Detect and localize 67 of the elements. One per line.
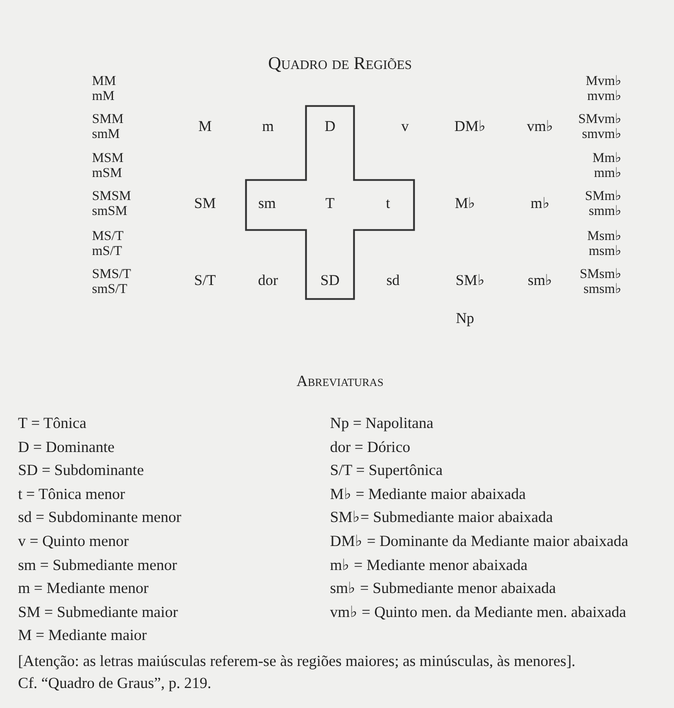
region-label: D — [324, 120, 336, 135]
region-label: DM♭ — [454, 120, 486, 135]
region-label: sm — [258, 197, 276, 212]
region-label: SM — [194, 197, 216, 212]
abbreviation-text: SM♭= Submediante maior abaixada — [330, 510, 553, 526]
region-label: SD — [320, 274, 340, 289]
abbreviation-text: SD = Subdominante — [18, 463, 144, 479]
section-heading: Abreviaturas — [296, 374, 384, 390]
region-label: SMSM — [92, 189, 132, 202]
region-label: SMM — [92, 112, 124, 126]
region-label: smM — [92, 127, 120, 140]
region-label: T — [325, 197, 335, 212]
region-label: m♭ — [530, 197, 550, 212]
abbreviation-text: t = Tônica menor — [18, 486, 126, 502]
abbreviation-text: sm♭ = Submediante menor abaixada — [330, 581, 556, 597]
note-text: Cf. “Quadro de Graus”, p. 219. — [18, 676, 212, 692]
region-label: Mm♭ — [592, 151, 622, 164]
region-label: smS/T — [92, 282, 128, 296]
region-label: t — [386, 197, 390, 212]
region-label: Mvm♭ — [586, 74, 622, 88]
region-label: Np — [456, 312, 474, 327]
region-label: vm♭ — [526, 120, 554, 135]
region-label: SMm♭ — [584, 189, 622, 202]
abbreviation-text: M = Mediante maior — [18, 628, 147, 644]
abbreviation-text: Np = Napolitana — [330, 416, 434, 432]
abbreviation-text: m = Mediante menor — [18, 581, 149, 597]
abbreviation-text: dor = Dórico — [330, 440, 410, 456]
region-label: SMS/T — [92, 267, 132, 280]
cross-outline — [245, 105, 415, 300]
region-label: MSM — [92, 151, 124, 164]
abbreviation-text: M♭ = Mediante maior abaixada — [330, 486, 526, 502]
abbreviation-text: v = Quinto menor — [18, 534, 129, 550]
abbreviation-text: D = Dominante — [18, 440, 115, 456]
region-label: mS/T — [92, 244, 122, 258]
region-label: m — [262, 120, 274, 135]
region-label: M♭ — [454, 197, 476, 212]
region-label: dor — [258, 274, 278, 289]
abbreviation-text: vm♭ = Quinto men. da Mediante men. abaixada — [330, 604, 626, 620]
diagram-title: Quadro de Regiões — [268, 54, 412, 72]
region-label: S/T — [194, 274, 216, 289]
abbreviation-text: S/T = Supertônica — [330, 463, 443, 479]
region-label: smSM — [92, 204, 128, 218]
abbreviation-text: SM = Submediante maior — [18, 604, 178, 620]
region-label: msm♭ — [588, 244, 622, 258]
region-label: mvm♭ — [587, 89, 622, 102]
region-label: smvm♭ — [582, 127, 622, 140]
region-label: mm♭ — [594, 166, 622, 180]
region-label: v — [401, 120, 409, 135]
region-label: SMvm♭ — [578, 112, 622, 126]
abbreviation-text: sm = Submediante menor — [18, 558, 177, 574]
abbreviation-text: sd = Subdominante menor — [18, 510, 182, 526]
note-text: [Atenção: as letras maiúsculas referem-se às regiões maiores; as minúsculas, às menores]. — [18, 654, 576, 670]
region-label: MS/T — [92, 229, 124, 242]
region-label: MM — [92, 74, 116, 88]
region-label: smsm♭ — [583, 282, 622, 296]
region-label: M — [198, 120, 212, 135]
region-label: SMsm♭ — [580, 267, 622, 280]
region-label: mSM — [92, 166, 122, 180]
region-label: mM — [92, 89, 115, 102]
abbreviation-text: T = Tônica — [18, 416, 86, 432]
region-label: Msm♭ — [587, 229, 622, 242]
region-label: SM♭ — [456, 274, 484, 289]
abbreviation-text: m♭ = Mediante menor abaixada — [330, 558, 528, 574]
region-label: sm♭ — [528, 274, 552, 289]
region-label: sd — [386, 274, 400, 289]
region-label: smm♭ — [588, 204, 622, 218]
abbreviation-text: DM♭ = Dominante da Mediante maior abaixada — [330, 534, 628, 550]
